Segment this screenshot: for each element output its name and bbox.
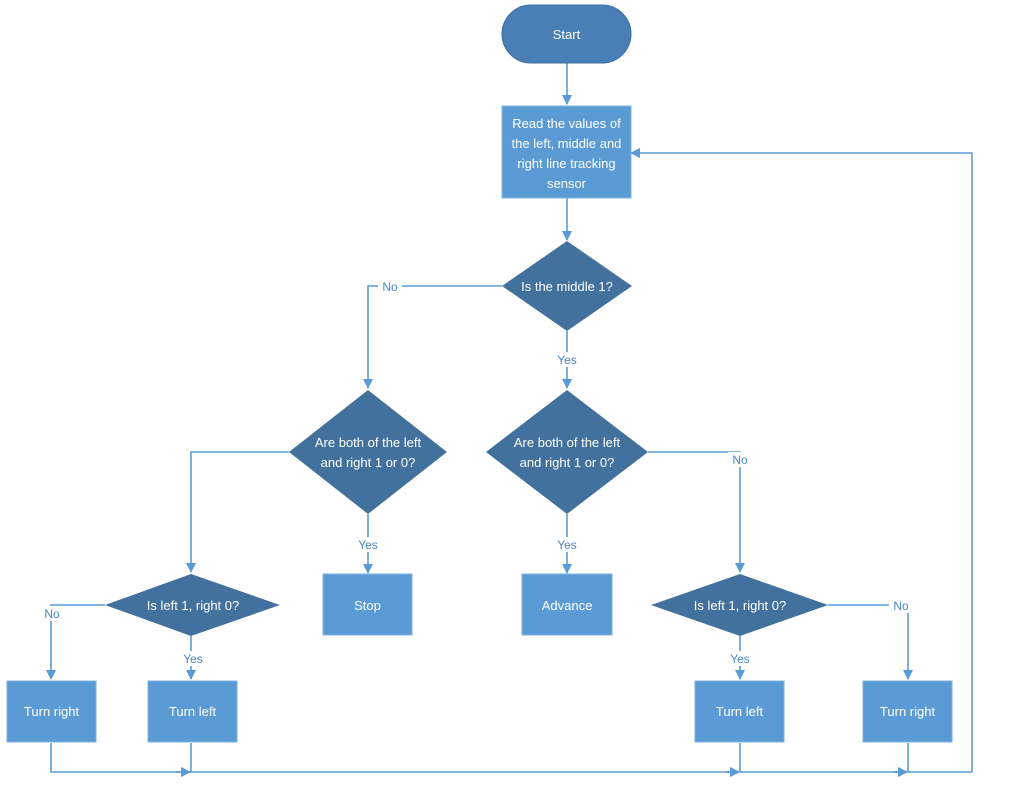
edge-label-bg <box>378 279 402 294</box>
edge-label-middle-no: No <box>382 280 398 294</box>
edge-label-leftq-yes: Yes <box>358 538 378 552</box>
read-sensor-node: Read the values of the left, middle and … <box>501 105 632 199</box>
edge-label-bg <box>179 651 207 666</box>
turn-left-node-2: Turn left <box>694 680 785 743</box>
start-terminal-shape <box>501 4 632 64</box>
left-lr-decision-node: Is left 1, right 0? <box>105 574 280 636</box>
turn-left-box-2 <box>694 680 785 743</box>
turn-right-node-2: Turn right <box>862 680 953 743</box>
middle-decision-shape <box>502 241 632 331</box>
start-node: Start <box>501 4 632 64</box>
edge-label-bg <box>728 452 752 467</box>
edge-labels: No Yes Yes Yes No No Yes Yes No <box>40 279 913 666</box>
turn-right-label-2: Turn right <box>880 704 936 719</box>
edge-label-rightq-yes: Yes <box>557 538 577 552</box>
right-both-decision-label-line-2: and right 1 or 0? <box>520 455 615 470</box>
right-lr-decision-shape <box>651 574 828 636</box>
turn-right-label-1: Turn right <box>24 704 80 719</box>
edge-label-rightq-no: No <box>732 453 748 467</box>
advance-label: Advance <box>542 598 593 613</box>
left-both-decision-label-line-2: and right 1 or 0? <box>321 455 416 470</box>
edge-label-leftlr-no: No <box>44 607 60 621</box>
turn-right-box-2 <box>862 680 953 743</box>
edge-leftq-side <box>186 451 289 573</box>
edge-middle-no <box>363 285 502 389</box>
read-sensor-label-line-2: the left, middle and <box>512 136 622 151</box>
connectors <box>46 63 973 777</box>
right-lr-decision-label: Is left 1, right 0? <box>694 598 787 613</box>
turn-right-node-1: Turn right <box>6 680 97 743</box>
turn-left-box-1 <box>147 680 238 743</box>
left-lr-decision-label: Is left 1, right 0? <box>147 598 240 613</box>
left-lr-decision-shape <box>105 574 280 636</box>
edge-label-rightlr-yes: Yes <box>730 652 750 666</box>
left-both-decision-node: Are both of the left and right 1 or 0? <box>289 390 447 514</box>
edge-label-middle-yes: Yes <box>557 353 577 367</box>
edge-label-bg <box>889 598 913 613</box>
right-both-decision-shape <box>486 390 648 514</box>
edge-label-bg <box>726 651 754 666</box>
edge-label-bg <box>553 352 581 367</box>
right-lr-decision-node: Is left 1, right 0? <box>651 574 828 636</box>
right-both-decision-label-line-1: Are both of the left <box>514 435 621 450</box>
edge-label-bg <box>40 606 64 621</box>
turn-left-label-2: Turn left <box>716 704 764 719</box>
edge-return-bottom <box>50 743 972 773</box>
middle-decision-node: Is the middle 1? <box>502 241 632 331</box>
turn-right-box-1 <box>6 680 97 743</box>
edge-leftlr-no <box>46 604 105 680</box>
edge-return-right <box>630 148 973 772</box>
right-both-decision-node: Are both of the left and right 1 or 0? <box>486 390 648 514</box>
read-sensor-label-line-3: right line tracking <box>517 156 615 171</box>
edge-rightq-no <box>648 451 745 573</box>
read-sensor-label-line-4: sensor <box>547 176 587 191</box>
stop-node: Stop <box>322 573 413 636</box>
stop-box <box>322 573 413 636</box>
advance-node: Advance <box>521 573 613 636</box>
edge-label-bg <box>553 537 581 552</box>
start-label: Start <box>553 27 581 42</box>
turn-left-label-1: Turn left <box>169 704 217 719</box>
stop-label: Stop <box>354 598 381 613</box>
edge-label-bg <box>354 537 382 552</box>
advance-box <box>521 573 613 636</box>
edge-label-rightlr-no: No <box>893 599 909 613</box>
edge-label-leftlr-yes: Yes <box>183 652 203 666</box>
left-both-decision-label-line-1: Are both of the left <box>315 435 422 450</box>
read-sensor-box <box>501 105 632 199</box>
middle-decision-label: Is the middle 1? <box>521 279 613 294</box>
left-both-decision-shape <box>289 390 447 514</box>
edge-rightlr-no <box>828 604 913 680</box>
read-sensor-label-line-1: Read the values of <box>512 116 621 131</box>
turn-left-node-1: Turn left <box>147 680 238 743</box>
